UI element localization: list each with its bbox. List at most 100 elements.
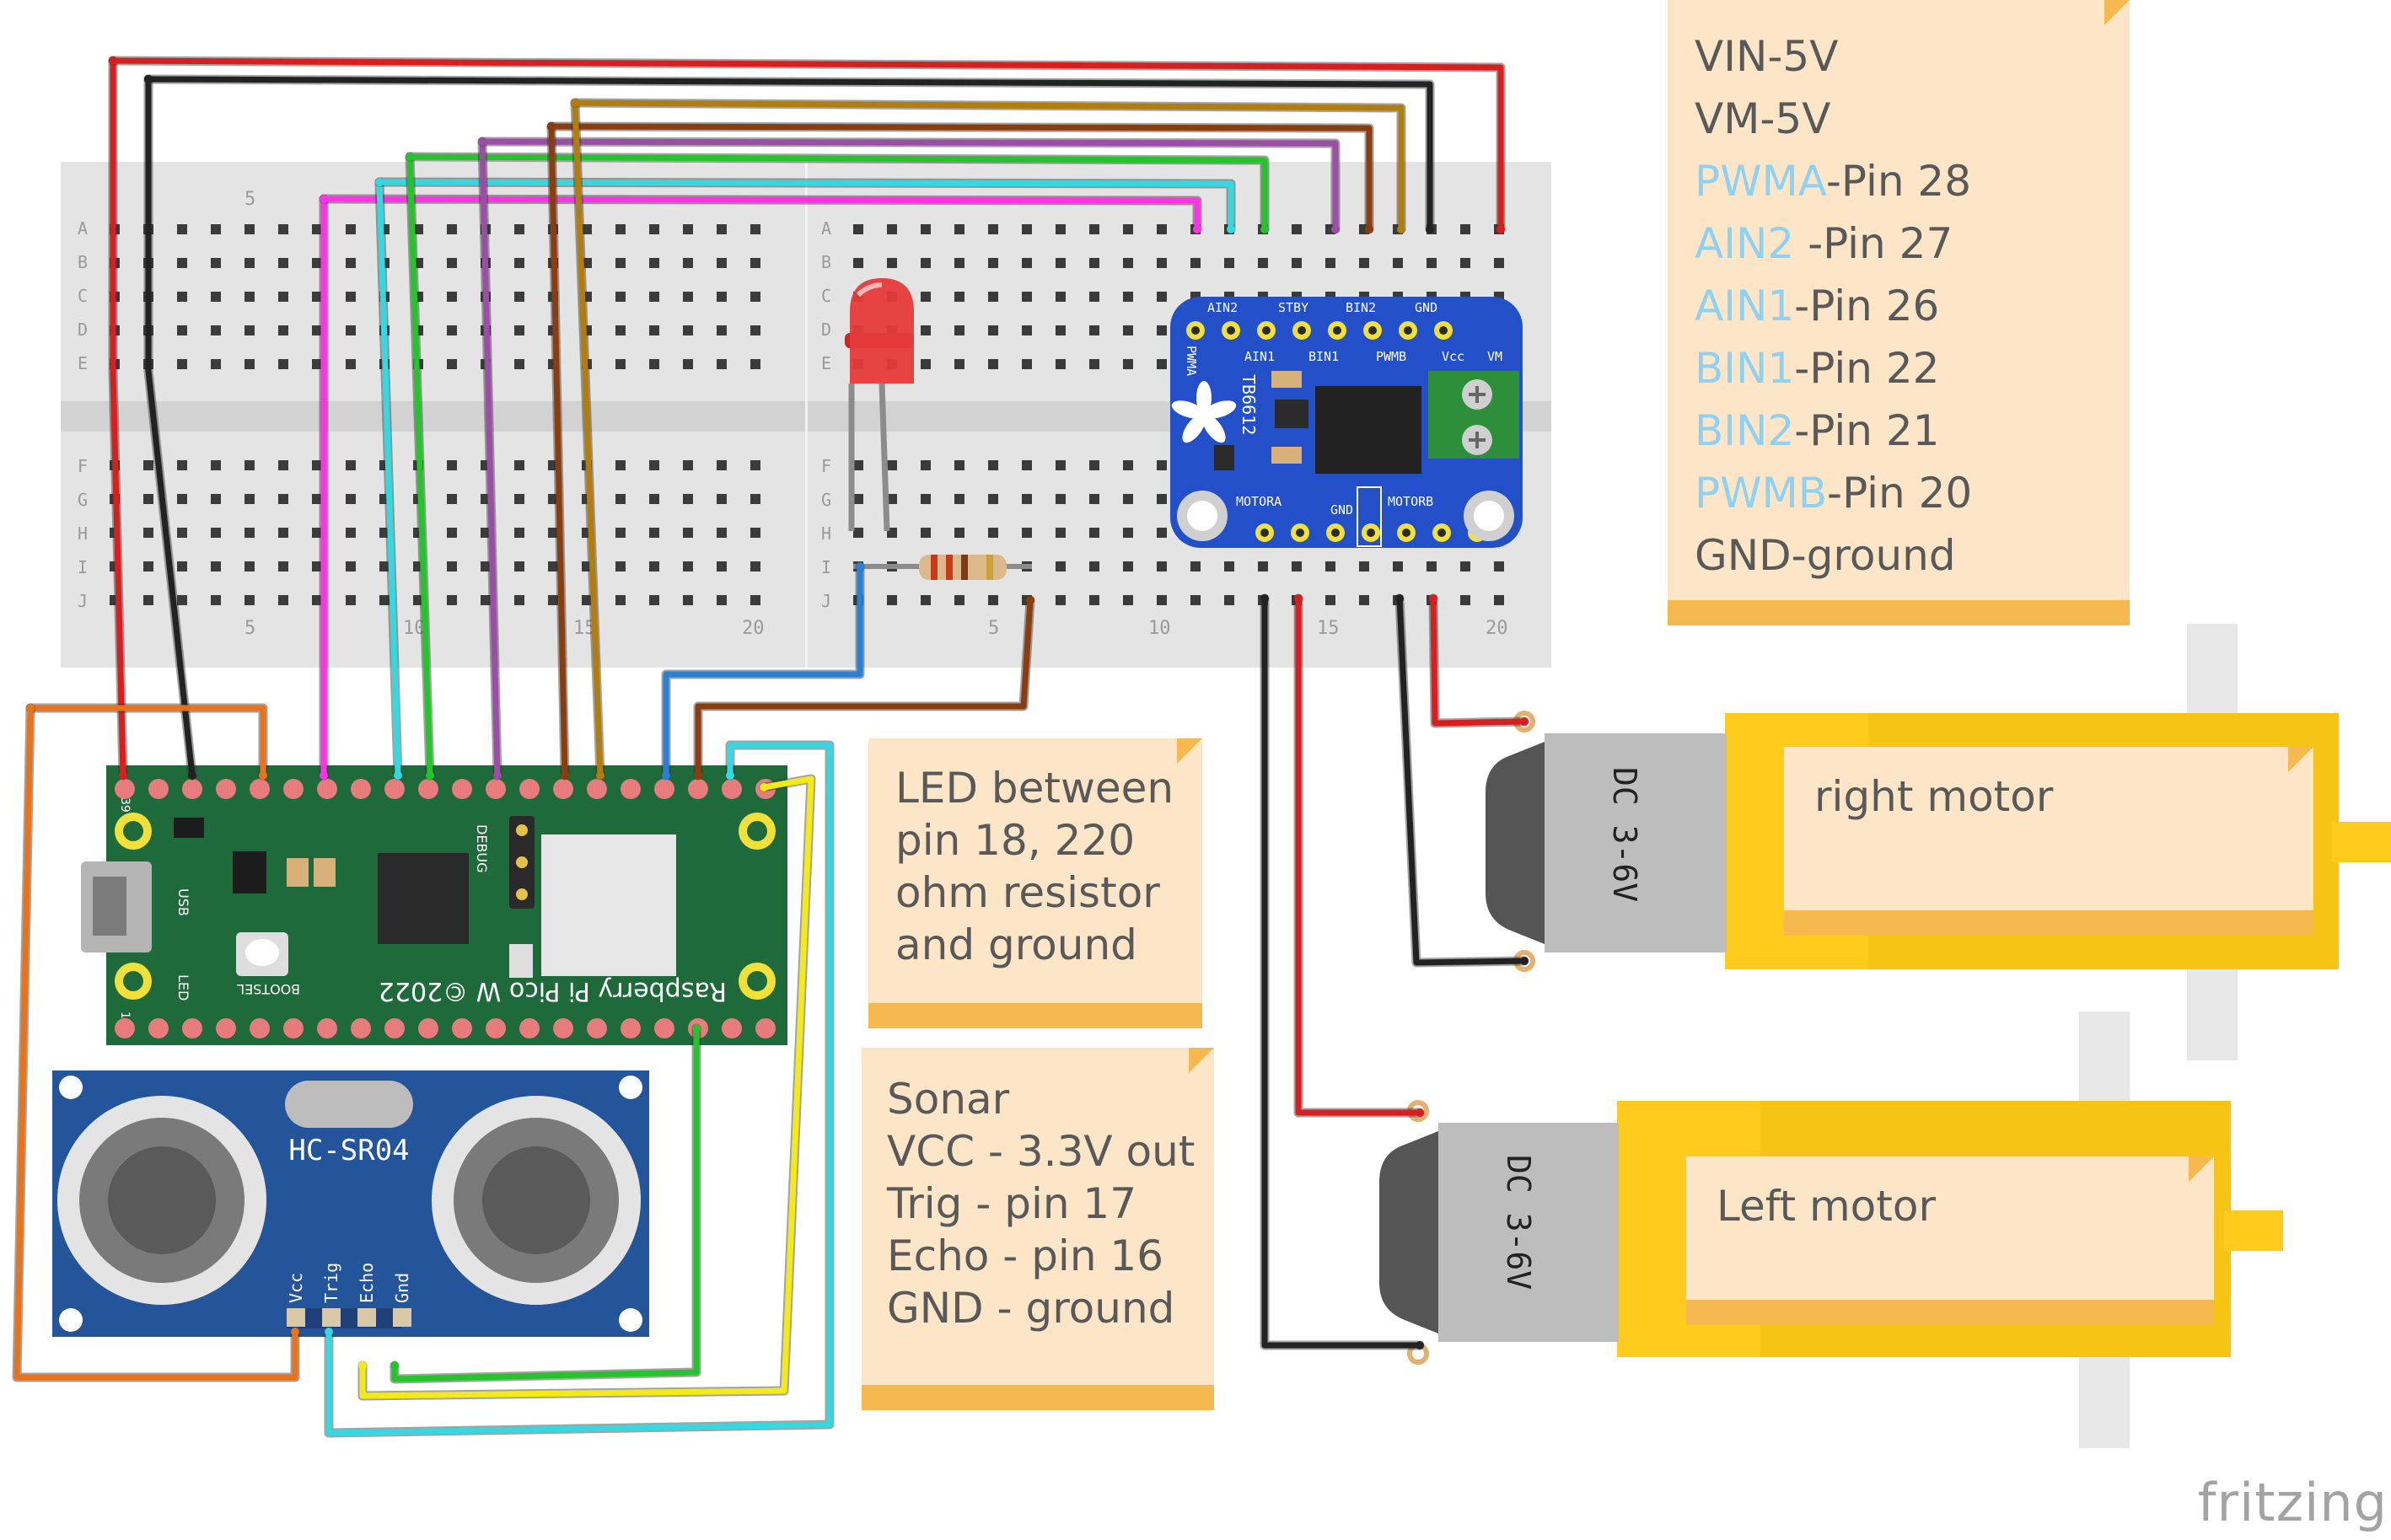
driver-pin-label: AIN1 <box>1244 349 1275 364</box>
pico-pin <box>452 779 472 799</box>
pico-bootsel-label: BOOTSEL <box>237 981 300 997</box>
bb-hole <box>312 460 322 470</box>
wire-brown-resistor <box>695 597 1034 779</box>
bb-hole <box>379 561 390 571</box>
bb-hole <box>1089 460 1099 470</box>
bb-hole <box>278 528 288 538</box>
bb-hole <box>211 325 221 335</box>
bb-hole <box>717 359 727 369</box>
bb-hole <box>988 494 998 504</box>
bb-hole <box>143 595 153 605</box>
pico-pin <box>587 1018 607 1038</box>
bb-hole <box>244 561 255 571</box>
driver-pin-label: BIN2 <box>1346 300 1376 315</box>
bb-col-number: 5 <box>244 189 255 210</box>
pico-pin <box>351 779 371 799</box>
bb-hole <box>312 528 322 538</box>
note-line: PWMA-Pin 28 <box>1695 157 1972 206</box>
bb-hole <box>683 494 693 504</box>
note-line: Sonar <box>887 1075 1010 1124</box>
bb-hole <box>750 528 760 538</box>
hc-sr04-sonar: HC-SR04 Vcc Trig Echo Gnd <box>52 1070 649 1337</box>
bb-hole <box>447 561 457 571</box>
bb-hole <box>921 325 931 335</box>
driver-side-label: PWMA <box>1184 346 1199 376</box>
bb-hole <box>615 595 626 605</box>
bb-hole <box>244 595 255 605</box>
note-line: right motor <box>1814 772 2054 821</box>
pico-name: Raspberry Pi Pico W ©2022 <box>379 976 727 1006</box>
wire-end <box>26 704 35 712</box>
bb-hole <box>548 595 558 605</box>
bb-hole <box>1056 325 1066 335</box>
note-band <box>1668 600 2130 625</box>
bb-hole <box>582 595 592 605</box>
bb-hole <box>1393 561 1403 571</box>
wire-end <box>259 771 267 780</box>
bb-hole <box>211 561 221 571</box>
bb-hole <box>717 325 727 335</box>
wire-black-gnd <box>145 76 196 779</box>
wire-end <box>1429 594 1437 603</box>
bb-hole <box>582 224 592 234</box>
bb-hole <box>1089 258 1099 268</box>
driver-pin-hole <box>1402 529 1410 537</box>
pico-pin <box>384 1018 405 1038</box>
pico-pin <box>418 1018 438 1038</box>
bb-hole <box>1359 595 1369 605</box>
bb-hole <box>244 494 255 504</box>
wire-purple-bin1 <box>479 138 501 779</box>
bb-hole <box>346 359 356 369</box>
bb-hole <box>683 224 693 234</box>
bb-hole <box>177 359 187 369</box>
bb-hole <box>649 494 659 504</box>
bb-hole <box>447 359 457 369</box>
pico-pin <box>115 779 135 799</box>
bb-hole <box>211 460 221 470</box>
bb-col-number: 10 <box>403 618 426 639</box>
bb-hole <box>1292 258 1302 268</box>
bb-hole <box>1022 258 1032 268</box>
bb-hole <box>211 595 221 605</box>
bb-hole <box>615 258 626 268</box>
wire-red-vin <box>110 57 126 779</box>
note-band <box>868 1003 1202 1028</box>
driver-pin-hole <box>1260 529 1269 537</box>
led-note: LED between pin 18, 220 ohm resistor and… <box>868 738 1202 1028</box>
bb-hole <box>1056 528 1066 538</box>
bb-hole <box>1056 292 1066 302</box>
bb-hole <box>1325 258 1335 268</box>
bb-hole <box>615 224 626 234</box>
bb-hole <box>177 561 187 571</box>
bb-hole <box>1022 528 1032 538</box>
bb-hole <box>683 528 693 538</box>
bb-hole <box>988 292 998 302</box>
wire-cyan-ain2 <box>376 179 401 779</box>
bb-hole <box>1123 460 1133 470</box>
bb-hole <box>1056 561 1066 571</box>
bb-hole <box>312 224 322 234</box>
bb-hole <box>750 359 760 369</box>
sonar-pin-label: Echo <box>357 1263 377 1303</box>
bb-hole <box>1089 224 1099 234</box>
note-line: Trig - pin 17 <box>887 1179 1137 1228</box>
motor-label: DC 3-6V <box>1500 1155 1537 1290</box>
bb-hole <box>143 460 153 470</box>
bb-hole <box>1292 561 1302 571</box>
bb-col-number: 5 <box>244 618 255 639</box>
note-line: Left motor <box>1717 1182 1937 1231</box>
sonar-note: Sonar VCC - 3.3V out Trig - pin 17 Echo … <box>862 1048 1214 1410</box>
pico-pin <box>722 779 742 799</box>
bb-hole <box>1123 292 1133 302</box>
driver-pin-label: PWMB <box>1376 349 1406 364</box>
bb-row-letter: E <box>78 353 88 373</box>
pico-pin <box>654 779 674 799</box>
pico-pin <box>351 1018 371 1038</box>
bb-hole <box>683 258 693 268</box>
bb-hole <box>143 561 153 571</box>
wire-end <box>406 153 414 161</box>
bb-row-letter: J <box>821 591 831 611</box>
bb-hole <box>717 595 727 605</box>
bb-hole <box>1460 561 1470 571</box>
bb-hole <box>548 494 558 504</box>
